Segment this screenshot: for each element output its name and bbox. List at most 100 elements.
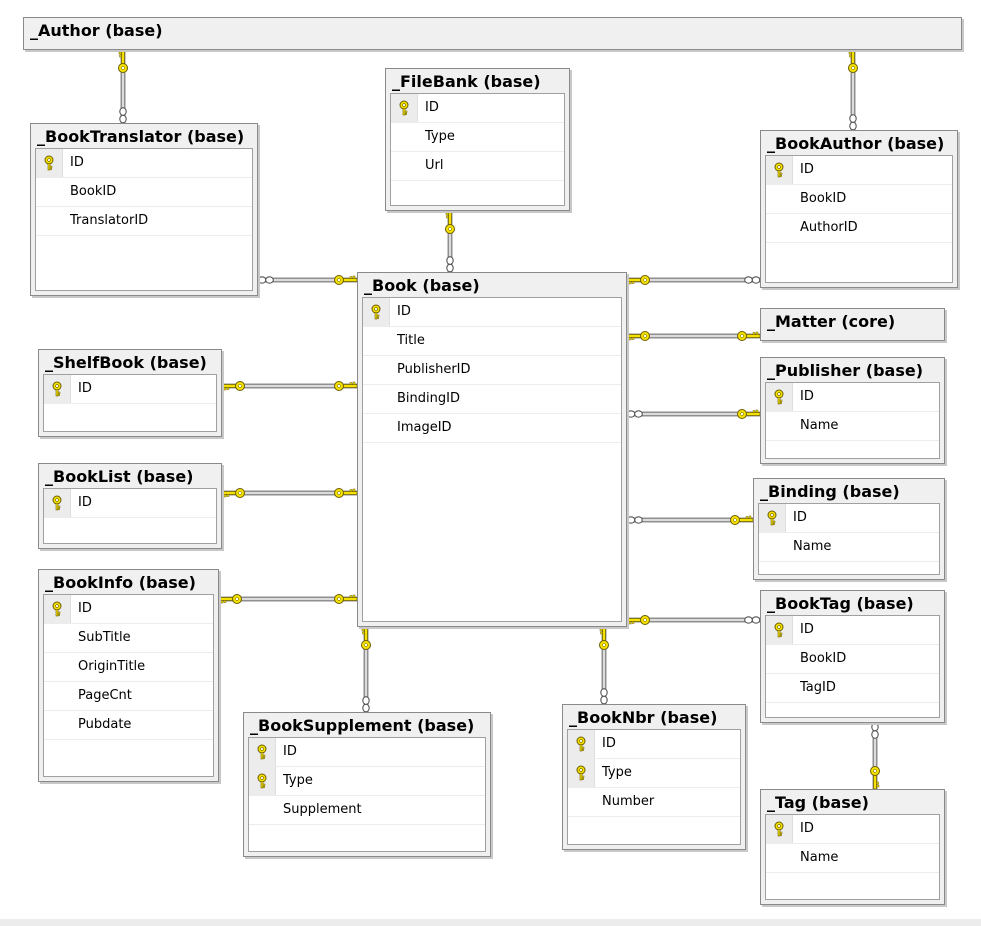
column-row[interactable]: OriginTitle [44, 653, 213, 682]
relationship-book-bookinfo[interactable] [218, 594, 358, 604]
table-title[interactable]: _Book (base) [364, 276, 480, 295]
column-row[interactable]: Number [568, 788, 740, 817]
column-row[interactable]: ID [363, 298, 621, 327]
table-title[interactable]: _Tag (base) [767, 793, 869, 812]
relationship-book-booksupplement[interactable] [361, 626, 371, 713]
column-row[interactable]: ID [759, 504, 939, 533]
column-row[interactable]: Name [766, 844, 939, 873]
relationship-book-bookauthor[interactable] [626, 275, 761, 285]
relationship-book-shelfbook[interactable] [221, 381, 358, 391]
column-row[interactable]: Type [568, 759, 740, 788]
table-title[interactable]: _BookInfo (base) [45, 573, 196, 592]
table-booklist[interactable]: _BookList (base) ID [38, 463, 222, 549]
table-author[interactable]: _Author (base) [23, 17, 962, 50]
relationship-filebank-book[interactable] [445, 210, 455, 273]
column-row[interactable]: Name [759, 533, 939, 562]
relationship-book-matter[interactable] [626, 331, 761, 341]
column-row[interactable]: ID [44, 375, 216, 404]
column-row[interactable]: ID [249, 738, 485, 767]
column-name: Type [283, 773, 313, 788]
infinity-endpoint-icon [446, 256, 454, 273]
key-endpoint-icon [334, 488, 358, 498]
relationship-book-booknbr[interactable] [599, 626, 609, 705]
table-title[interactable]: _Matter (core) [767, 312, 896, 331]
relationship-book-booktranslator[interactable] [257, 275, 358, 285]
column-row[interactable]: ID [391, 94, 564, 123]
relationship-binding-book[interactable] [626, 515, 754, 525]
column-row[interactable]: Url [391, 152, 564, 181]
column-row[interactable]: AuthorID [766, 214, 952, 243]
column-row[interactable]: Title [363, 327, 621, 356]
column-row[interactable]: ID [766, 815, 939, 844]
column-name: SubTitle [78, 630, 131, 645]
column-row[interactable]: ID [44, 595, 213, 624]
column-row[interactable]: PublisherID [363, 356, 621, 385]
table-title[interactable]: _Binding (base) [760, 482, 900, 501]
table-title[interactable]: _BookTag (base) [767, 594, 914, 613]
table-publisher[interactable]: _Publisher (base) ID Name [760, 357, 945, 464]
table-title[interactable]: _BookNbr (base) [569, 708, 718, 727]
relationship-publisher-book[interactable] [626, 409, 761, 419]
table-title[interactable]: _BookSupplement (base) [250, 716, 475, 735]
infinity-endpoint-icon [744, 276, 761, 284]
primary-key-icon [766, 383, 793, 411]
column-row[interactable]: TagID [766, 674, 939, 703]
column-selector [391, 152, 417, 180]
column-row[interactable]: Supplement [249, 796, 485, 825]
column-row[interactable]: PageCnt [44, 682, 213, 711]
column-row[interactable]: ID [766, 383, 939, 412]
column-name: Name [800, 418, 839, 433]
relationship-tag-booktag[interactable] [870, 722, 880, 790]
column-row[interactable]: ID [568, 730, 740, 759]
key-endpoint-icon [737, 331, 761, 341]
table-title[interactable]: _Publisher (base) [767, 361, 924, 380]
column-row[interactable]: ID [36, 149, 252, 178]
table-title[interactable]: _BookTranslator (base) [37, 127, 245, 146]
infinity-endpoint-icon [871, 722, 879, 739]
column-list: ID [43, 374, 217, 432]
column-row[interactable]: TranslatorID [36, 207, 252, 236]
primary-key-icon [363, 298, 390, 326]
relationship-book-booktag[interactable] [626, 615, 761, 625]
relationship-book-booklist[interactable] [221, 488, 358, 498]
relationship-author-booktranslator[interactable] [118, 49, 128, 124]
table-matter[interactable]: _Matter (core) [760, 308, 945, 341]
column-row[interactable]: BookID [36, 178, 252, 207]
key-endpoint-icon [445, 210, 455, 234]
table-title[interactable]: _Author (base) [30, 21, 163, 40]
table-title[interactable]: _FileBank (base) [392, 72, 541, 91]
column-row[interactable]: Type [391, 123, 564, 152]
column-row[interactable]: ID [44, 489, 216, 518]
column-row[interactable]: Pubdate [44, 711, 213, 740]
column-name: Name [793, 539, 832, 554]
column-row[interactable]: BookID [766, 645, 939, 674]
column-row[interactable]: ID [766, 156, 952, 185]
column-row[interactable]: SubTitle [44, 624, 213, 653]
infinity-endpoint-icon [849, 114, 857, 131]
column-name: BindingID [397, 391, 460, 406]
table-title[interactable]: _BookAuthor (base) [767, 134, 945, 153]
table-title[interactable]: _BookList (base) [45, 467, 194, 486]
table-title[interactable]: _ShelfBook (base) [45, 353, 207, 372]
column-row[interactable]: BindingID [363, 385, 621, 414]
column-row[interactable]: Name [766, 412, 939, 441]
relationship-author-bookauthor[interactable] [848, 49, 858, 131]
table-shelfbook[interactable]: _ShelfBook (base) ID [38, 349, 222, 437]
column-row[interactable]: ID [766, 616, 939, 645]
column-row[interactable]: ImageID [363, 414, 621, 443]
primary-key-icon [759, 504, 786, 532]
table-binding[interactable]: _Binding (base) ID Name [753, 478, 945, 580]
column-row[interactable]: BookID [766, 185, 952, 214]
column-row[interactable]: Type [249, 767, 485, 796]
